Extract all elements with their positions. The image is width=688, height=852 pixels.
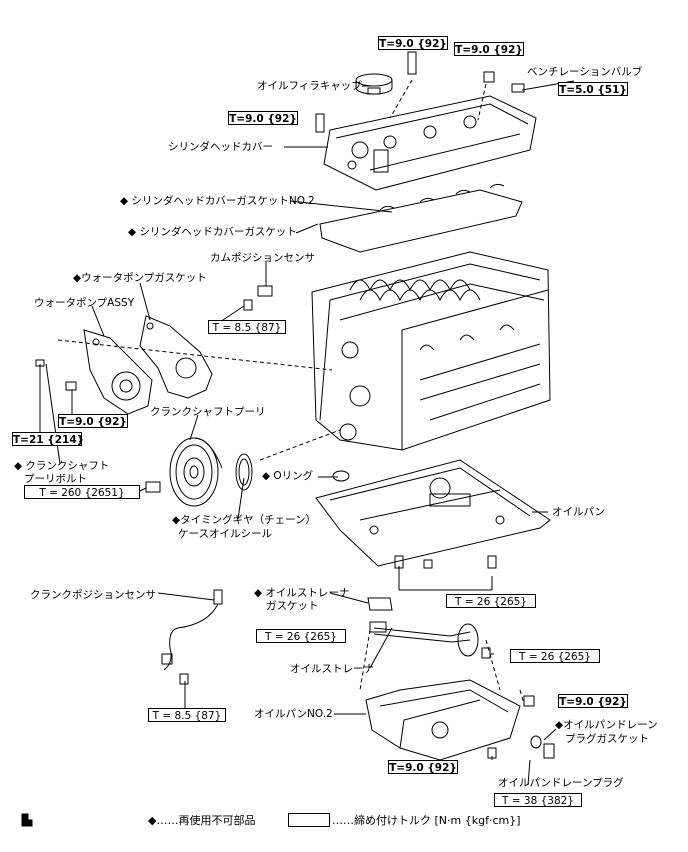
torque-pan2-nut: T=9.0 {92} bbox=[558, 694, 628, 708]
label-oil-pan-no2: オイルパンNO.2 bbox=[254, 708, 333, 720]
label-strainer-gasket-2: ガスケット bbox=[266, 600, 319, 612]
torque-cam-sensor: T = 8.5 {87} bbox=[208, 320, 286, 334]
engine-block bbox=[311, 251, 551, 451]
label-oil-strainer: オイルストレーナ bbox=[290, 663, 374, 675]
oil-pan-nut bbox=[423, 559, 433, 569]
pan2-bolt bbox=[487, 747, 497, 759]
top-nut bbox=[483, 71, 495, 83]
crank-position-sensor bbox=[161, 589, 223, 685]
torque-top-nut: T=9.0 {92} bbox=[454, 42, 524, 56]
o-ring bbox=[332, 470, 350, 482]
oil-pan-bolt-1 bbox=[394, 555, 404, 569]
cam-position-sensor bbox=[243, 285, 273, 311]
label-water-pump-gasket: ◆ウォータポンプガスケット bbox=[73, 272, 207, 284]
strainer-bolt bbox=[481, 647, 491, 659]
label-drain-plug: オイルパンドレーンプラグ bbox=[498, 777, 624, 789]
wp-bolt bbox=[65, 381, 77, 391]
torque-vent-valve: T=5.0 {51} bbox=[558, 82, 628, 96]
label-oil-filler-cap: オイルフィラキャップ bbox=[257, 80, 362, 92]
note-icon bbox=[21, 813, 33, 827]
water-pump-assy bbox=[83, 329, 153, 415]
crank-pulley-bolt bbox=[145, 481, 161, 493]
label-timing-seal-2: ケースオイルシール bbox=[178, 528, 272, 540]
label-cylinder-head-cover: シリンダヘッドカバー bbox=[168, 141, 273, 153]
label-cam-position-sensor: カムポジションセンサ bbox=[210, 252, 315, 264]
top-bolt bbox=[407, 51, 417, 75]
torque-strainer-right: T = 26 {265} bbox=[510, 649, 600, 663]
leader-lines bbox=[39, 80, 575, 786]
torque-water-pump: T=9.0 {92} bbox=[58, 414, 128, 428]
label-timing-seal-1: ◆タイミングギヤ（チェーン） bbox=[172, 514, 317, 526]
label-crankshaft-pulley: クランクシャフトプーリ bbox=[150, 406, 266, 418]
alignment-lines bbox=[57, 79, 525, 705]
drain-plug-gasket bbox=[530, 735, 542, 749]
label-crank-pulley-bolt-1: ◆ クランクシャフト bbox=[14, 460, 110, 472]
cover-bolt bbox=[315, 113, 325, 133]
label-drain-gasket-2: プラグガスケット bbox=[565, 733, 649, 745]
label-head-cover-gasket: ◆ シリンダヘッドカバーガスケット bbox=[128, 226, 297, 238]
head-cover-gasket-no2 bbox=[379, 183, 505, 211]
legend-non-reusable: ◆……再使用不可部品 bbox=[148, 814, 256, 827]
torque-cover-bolt: T=9.0 {92} bbox=[228, 111, 298, 125]
wp-long-bolt bbox=[35, 359, 45, 367]
label-head-cover-gasket-no2: ◆ シリンダヘッドカバーガスケットNO.2 bbox=[120, 195, 315, 207]
oil-pan-bolt-2 bbox=[487, 555, 497, 569]
ventilation-valve bbox=[511, 83, 525, 93]
legend-torque-unit: ……締め付けトルク [N·m {kgf·cm}] bbox=[332, 814, 521, 827]
timing-cover-oil-seal bbox=[235, 453, 253, 491]
drain-plug bbox=[543, 743, 555, 759]
legend-torque-box bbox=[288, 813, 330, 827]
oil-pan-no2 bbox=[365, 679, 521, 761]
torque-drain-plug: T = 38 {382} bbox=[494, 793, 582, 807]
label-drain-gasket-1: ◆オイルパンドレーン bbox=[555, 719, 658, 731]
oil-strainer bbox=[369, 621, 479, 657]
label-ventilation-valve: ベンチレーションバルブ bbox=[527, 66, 643, 78]
crankshaft-pulley bbox=[169, 437, 223, 507]
oil-strainer-gasket bbox=[367, 597, 393, 611]
torque-oil-pan: T = 26 {265} bbox=[446, 594, 536, 608]
torque-strainer-left: T = 26 {265} bbox=[256, 629, 346, 643]
torque-water-pump-long: T=21 {214} bbox=[12, 432, 85, 446]
torque-top-bolt: T=9.0 {92} bbox=[378, 36, 448, 50]
label-crank-position-sensor: クランクポジションセンサ bbox=[30, 589, 156, 601]
label-o-ring: ◆ Oリング bbox=[262, 470, 314, 482]
pan2-nut bbox=[523, 695, 535, 707]
oil-pan bbox=[315, 459, 551, 567]
cylinder-head-cover bbox=[323, 95, 537, 191]
torque-crank-pulley: T = 260 {2651} bbox=[24, 485, 140, 499]
label-oil-pan: オイルパン bbox=[552, 506, 606, 518]
torque-crank-sensor: T = 8.5 {87} bbox=[148, 708, 226, 722]
label-strainer-gasket-1: ◆ オイルストレーナ bbox=[254, 587, 350, 599]
torque-pan2-bolt: T=9.0 {92} bbox=[388, 760, 458, 774]
oil-filler-cap bbox=[355, 73, 393, 95]
water-pump-gasket bbox=[139, 315, 213, 399]
label-crank-pulley-bolt-2: プーリボルト bbox=[24, 473, 87, 485]
label-water-pump-assy: ウォータポンプASSY bbox=[34, 297, 135, 309]
head-cover-gasket bbox=[319, 189, 523, 253]
